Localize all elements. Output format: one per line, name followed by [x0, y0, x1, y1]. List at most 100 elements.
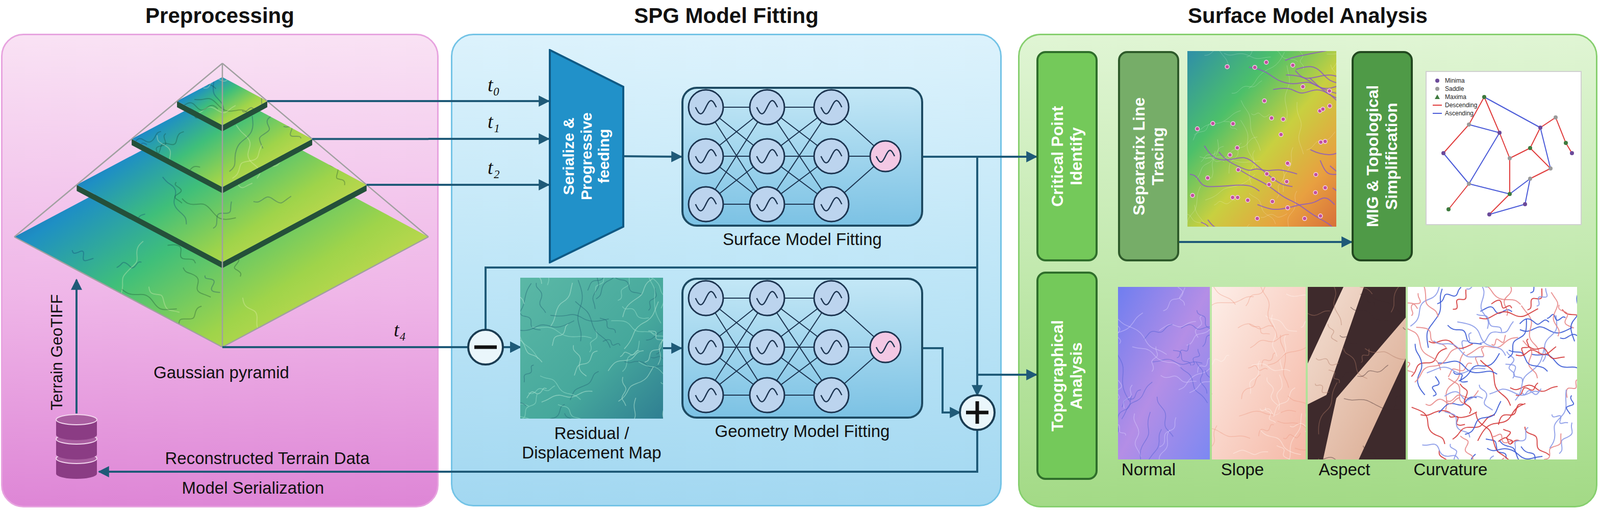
residual-texture [564, 413, 580, 419]
critical-point [1279, 132, 1284, 137]
curvature-map-texture [1503, 428, 1513, 444]
descending-line [1443, 124, 1469, 154]
neuron [814, 377, 849, 413]
level-feed-line [366, 183, 429, 186]
normal-map-texture [1118, 322, 1121, 344]
neuron [749, 329, 785, 365]
separatrix-line [1285, 51, 1337, 61]
terrain-shade [235, 57, 289, 84]
step-box: Separatrix Line Tracing [1118, 51, 1180, 262]
critical-point [1323, 139, 1328, 144]
terrain-shade [183, 267, 211, 297]
critical-point [1235, 195, 1240, 200]
critical-point [1245, 197, 1250, 202]
residual-texture [550, 282, 573, 327]
legend-line [1432, 104, 1442, 106]
critical-point [1255, 216, 1260, 221]
separatrix-line [1285, 74, 1337, 97]
normal-map-texture [1121, 381, 1153, 419]
terrain-shade [148, 286, 180, 312]
separatrix-line [1257, 197, 1335, 210]
terrain-shade [319, 99, 355, 141]
ascending-line [1489, 204, 1526, 215]
contour-line [1249, 150, 1255, 185]
node-caption: Gaussian pyramid [14, 362, 429, 383]
residual-texture [628, 397, 637, 419]
slope-map-texture [1280, 335, 1286, 370]
critical-point [1327, 88, 1332, 93]
terrain-shade [412, 300, 446, 316]
legend-entry: Maxima [1432, 92, 1478, 101]
step-label: Separatrix Line Tracing [1129, 79, 1168, 233]
critical-point [1262, 98, 1267, 104]
contour-line [1218, 223, 1250, 227]
separatrix-line [1218, 151, 1298, 174]
flow-arrow [923, 156, 1037, 375]
slope-map-texture [1259, 408, 1281, 415]
contour-line [1297, 102, 1304, 155]
aspect-map-texture [1360, 293, 1376, 306]
residual-texture [520, 390, 527, 406]
terrain-shade [142, 149, 155, 193]
contour-line [1251, 112, 1270, 117]
normal-map-texture [1122, 389, 1141, 408]
curvature-map-texture [1536, 287, 1548, 306]
terrain-shade [174, 182, 183, 203]
neuron [749, 280, 785, 316]
normal-map-texture [1192, 348, 1200, 366]
curvature-map-texture [1407, 324, 1441, 370]
critical-point [1195, 126, 1200, 131]
step-label: MIG & Topological Simplification [1363, 61, 1402, 251]
critical-point [1318, 213, 1323, 218]
residual-texture [536, 282, 546, 313]
curvature-map-texture [1491, 299, 1512, 309]
graph-point [1569, 150, 1574, 156]
graph-point [1441, 150, 1446, 156]
graph-point [1548, 166, 1553, 171]
slope-map-texture [1211, 286, 1236, 305]
terrain-shade [176, 102, 218, 111]
terrain-shade [116, 261, 142, 268]
sine-activation [695, 197, 717, 211]
curvature-map-texture [1479, 384, 1493, 411]
aspect-map-texture [1328, 369, 1340, 383]
terrain-shade [155, 106, 184, 130]
residual-texture [592, 277, 599, 309]
database-icon [56, 448, 97, 460]
contour-line [1260, 213, 1288, 218]
residual-image [520, 277, 664, 419]
sine-activation [821, 100, 843, 114]
operator-bar [975, 400, 980, 424]
residual-texture [650, 356, 664, 361]
graph-point [1466, 122, 1471, 127]
step-box: MIG & Topological Simplification [1351, 51, 1413, 262]
curvature-map-texture [1498, 403, 1523, 425]
critical-point [1235, 145, 1240, 150]
curvature-map-texture [1444, 391, 1483, 400]
slope-map-texture [1276, 445, 1291, 460]
normal-map-texture [1118, 423, 1126, 436]
terrain-shade [162, 176, 187, 225]
network-box: Geometry Model Fitting [681, 277, 924, 419]
aspect-map-texture [1315, 358, 1339, 365]
critical-point [1264, 60, 1269, 65]
critical-point [1302, 216, 1307, 221]
critical-point [1290, 63, 1295, 68]
contour-line [1265, 51, 1299, 62]
sine-activation [695, 100, 717, 114]
terrain-shade [203, 71, 232, 89]
slope-map-texture [1237, 323, 1274, 329]
network-illustration [683, 88, 926, 229]
map-caption: Aspect [1318, 459, 1371, 479]
terrain-shade [161, 166, 200, 182]
slope-map-texture [1300, 316, 1306, 328]
curvature-map-texture [1508, 349, 1548, 372]
curvature-map-texture [1551, 292, 1559, 337]
neuron [749, 138, 785, 174]
curvature-map-texture [1520, 446, 1547, 460]
residual-texture [613, 277, 643, 295]
critical-point [1205, 175, 1210, 181]
normal-map-texture [1205, 369, 1210, 396]
descending-line [1509, 147, 1531, 159]
descending-line [1499, 132, 1510, 159]
